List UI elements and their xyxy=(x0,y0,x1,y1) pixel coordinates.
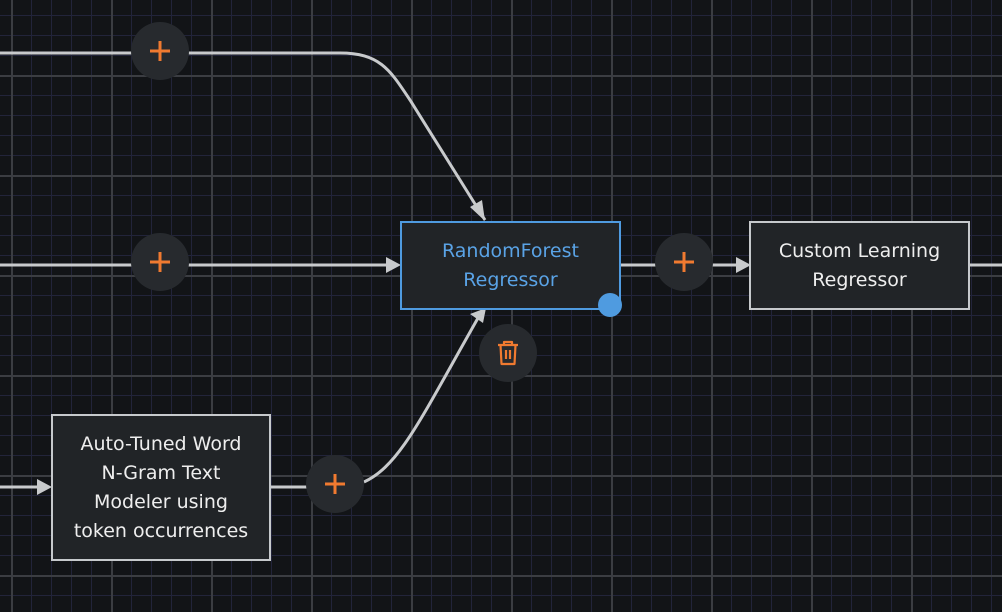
node-custom-learning-regressor[interactable]: Custom Learning Regressor xyxy=(749,221,970,310)
node-label-line: Regressor xyxy=(463,268,558,291)
plus-icon xyxy=(325,474,345,494)
node-label-line: Regressor xyxy=(812,268,907,291)
node-label: Auto-Tuned Word N-Gram Text Modeler usin… xyxy=(74,430,248,546)
connection-handle[interactable] xyxy=(598,293,622,317)
add-node-button-after-randomforest[interactable] xyxy=(655,233,713,291)
node-randomforest-regressor[interactable]: RandomForest Regressor xyxy=(400,221,621,310)
trash-icon xyxy=(498,340,518,366)
delete-node-button[interactable] xyxy=(479,324,537,382)
node-label-line: token occurrences xyxy=(73,519,249,542)
node-label-line: Auto-Tuned Word xyxy=(80,432,242,455)
plus-icon xyxy=(150,41,170,61)
node-auto-tuned-ngram-modeler[interactable]: Auto-Tuned Word N-Gram Text Modeler usin… xyxy=(51,414,271,561)
node-label-line: RandomForest xyxy=(442,239,579,262)
node-label: Custom Learning Regressor xyxy=(779,237,940,295)
edge-autotuned-to-randomforest[interactable] xyxy=(270,317,480,489)
plus-icon xyxy=(150,252,170,272)
plus-icon xyxy=(674,252,694,272)
add-node-button-after-autotuned[interactable] xyxy=(306,455,364,513)
add-node-button-top[interactable] xyxy=(131,22,189,80)
arrow-head xyxy=(386,257,401,273)
arrow-head xyxy=(37,479,52,495)
node-label-line: Modeler using xyxy=(94,490,228,513)
node-label: RandomForest Regressor xyxy=(442,237,579,295)
node-label-line: Custom Learning xyxy=(778,239,941,262)
arrow-head xyxy=(470,308,486,323)
arrow-head xyxy=(470,200,485,221)
add-node-button-middle[interactable] xyxy=(131,233,189,291)
edge-top-to-randomforest[interactable] xyxy=(0,51,487,221)
arrow-head xyxy=(736,257,751,273)
node-label-line: N-Gram Text xyxy=(101,461,221,484)
